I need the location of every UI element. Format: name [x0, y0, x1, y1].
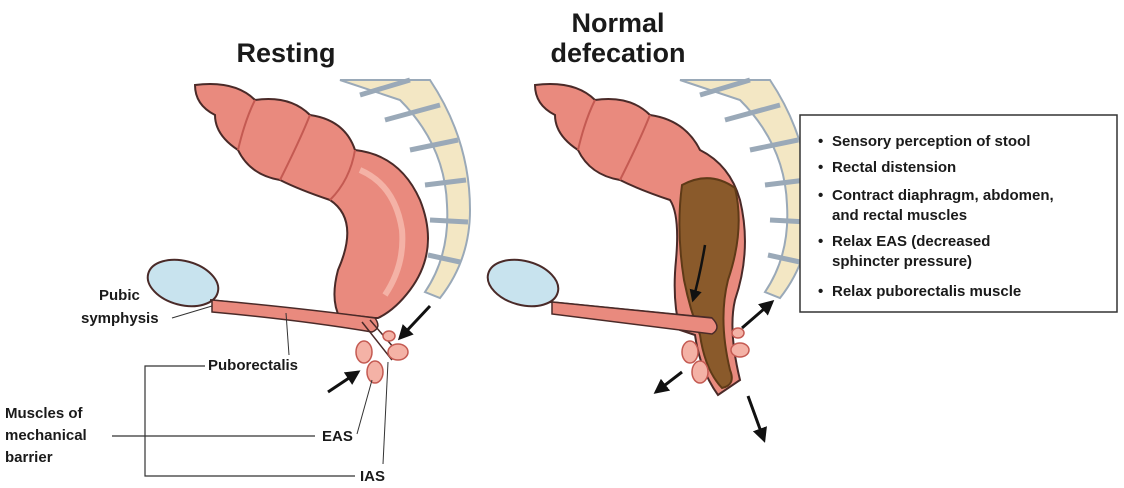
- step-line: Sensory perception of stool: [832, 133, 1030, 150]
- eas-leader: [357, 380, 372, 434]
- barrier-bracket: [112, 366, 355, 476]
- puborectalis-label: Puborectalis: [208, 357, 298, 374]
- contraction-arrow-left: [328, 372, 358, 392]
- step-line: Relax EAS (decreased: [832, 233, 990, 250]
- step-line: Contract diaphragm, abdomen,: [832, 187, 1054, 204]
- step-bullet: •: [818, 283, 823, 300]
- step-bullet: •: [818, 187, 823, 204]
- defecation-title-line1: Normal: [571, 8, 664, 38]
- step-line: Relax puborectalis muscle: [832, 283, 1021, 300]
- defecation-title-line2: defecation: [550, 38, 685, 68]
- relax-arrow-down-left: [656, 372, 682, 392]
- barrier-label-1: Muscles of: [5, 405, 84, 422]
- step-line-continued: sphincter pressure): [832, 253, 972, 270]
- step-bullet: •: [818, 159, 823, 176]
- resting-title: Resting: [236, 38, 335, 68]
- step-line: Rectal distension: [832, 159, 956, 176]
- barrier-label-2: mechanical: [5, 427, 87, 444]
- barrier-label-3: barrier: [5, 449, 53, 466]
- step-line-continued: and rectal muscles: [832, 207, 967, 224]
- step-bullet: •: [818, 233, 823, 250]
- pubic-symphysis-label-2: symphysis: [81, 310, 159, 327]
- relax-arrow-down: [748, 396, 764, 440]
- ias-leader: [383, 362, 388, 464]
- contraction-arrow-right: [400, 306, 430, 338]
- step-bullet: •: [818, 133, 823, 150]
- eas-label: EAS: [322, 428, 353, 445]
- relax-arrow-up-right: [742, 302, 772, 328]
- pubic-symphysis-label-1: Pubic: [99, 287, 140, 304]
- pubic-symphysis-leader: [172, 306, 212, 318]
- ias-label: IAS: [360, 468, 385, 485]
